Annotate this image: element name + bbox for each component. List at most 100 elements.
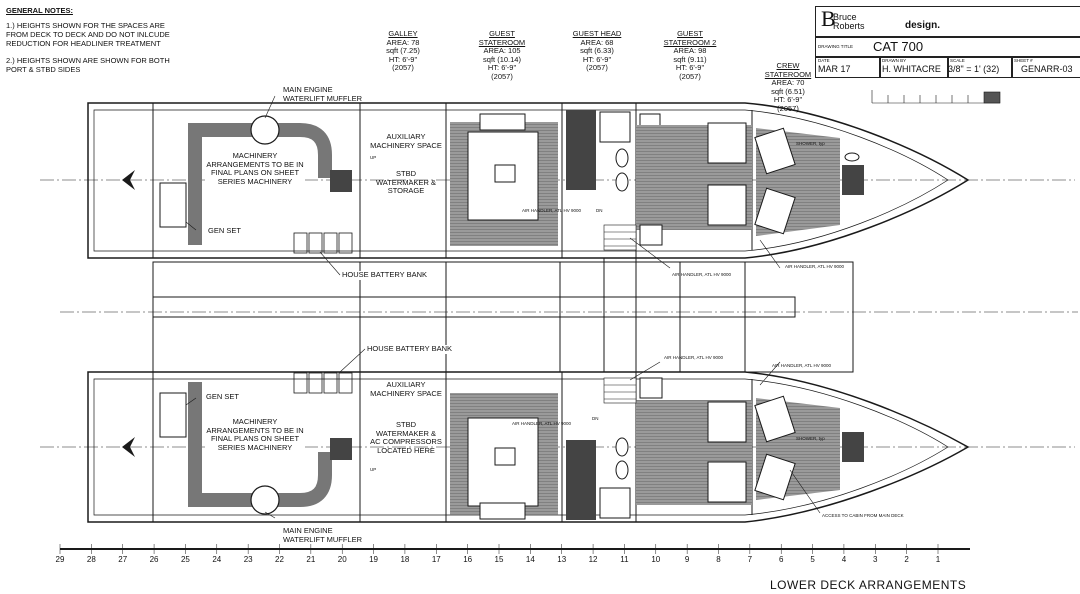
gen-set-label-top: GEN SET: [208, 226, 241, 235]
shower-note-bottom: SHOWER, typ: [796, 436, 825, 441]
room-name: CREW STATEROOM: [764, 61, 812, 79]
up-note-bottom: UP: [370, 467, 377, 472]
room-height: HT: 6'-9": [388, 54, 418, 64]
room-area: AREA: 68: [580, 37, 614, 47]
room-area: AREA: 98: [673, 46, 707, 55]
room-sqft: sqft (6.33): [580, 46, 614, 55]
aux-machinery-label-bottom: AUXILIARY MACHINERY SPACE: [370, 380, 442, 398]
station-number: 25: [180, 555, 190, 564]
general-notes: GENERAL NOTES: 1.) HEIGHTS SHOWN FOR THE…: [6, 6, 186, 82]
room-height-mm: (2057): [586, 63, 608, 72]
station-number: 13: [557, 555, 567, 564]
station-number: 23: [243, 555, 253, 564]
station-number: 11: [620, 555, 629, 564]
air-handler-note-3: AIR HANDLER, ATL HV 9000: [785, 264, 845, 269]
house-battery-label-top: HOUSE BATTERY BANK: [342, 270, 428, 280]
station-number: 16: [463, 555, 473, 564]
room-name: GUEST STATEROOM 2: [663, 29, 717, 47]
station-number: 27: [118, 555, 128, 564]
room-sqft: sqft (6.51): [771, 86, 805, 96]
gen-set-label-bottom: GEN SET: [206, 392, 239, 401]
air-handler-note-1: AIR HANDLER, ATL HV 9000: [522, 208, 582, 213]
room-name: GUEST STATEROOM: [478, 29, 526, 47]
house-battery-label-bottom: HOUSE BATTERY BANK: [367, 344, 453, 354]
muffler-label-top: MAIN ENGINE WATERLIFT MUFFLER: [283, 85, 363, 103]
station-number: 7: [747, 555, 753, 564]
station-number: 15: [494, 555, 504, 564]
drawn-by-value: H. WHITACRE: [882, 64, 941, 74]
general-note-1: 1.) HEIGHTS SHOWN FOR THE SPACES ARE FRO…: [6, 21, 170, 48]
station-number: 24: [212, 555, 222, 564]
room-height: HT: 6'-9": [675, 63, 705, 72]
station-number: 10: [651, 555, 661, 564]
stbd-watermaker-label-bottom: STBD WATERMAKER & AC COMPRESSORS LOCATED…: [370, 420, 442, 455]
date-label: DATE: [818, 58, 830, 63]
station-number: 14: [525, 555, 535, 564]
room-name: GALLEY: [388, 29, 418, 38]
station-number: 9: [684, 555, 690, 564]
room-galley-label: GALLEY AREA: 78 sqft (7.25) HT: 6'-9" (2…: [378, 29, 428, 73]
drawing-title-label: DRAWING TITLE: [818, 44, 854, 49]
room-height-mm: (2057): [777, 103, 799, 113]
air-handler-note-2: AIR HANDLER, ATL HV 9000: [672, 272, 732, 277]
station-number: 26: [149, 555, 159, 564]
scale-label: SCALE: [950, 58, 965, 63]
room-guest-stateroom-2-label: GUEST STATEROOM 2 AREA: 98 sqft (9.11) H…: [662, 29, 718, 81]
station-number: 8: [716, 555, 721, 564]
station-number: 5: [810, 555, 815, 564]
scale-bar: [871, 90, 1001, 104]
room-height-mm: (2057): [392, 63, 414, 72]
station-number: 20: [337, 555, 347, 564]
leader-lines: [185, 95, 821, 519]
general-notes-heading: GENERAL NOTES:: [6, 6, 73, 15]
room-guest-stateroom-label: GUEST STATEROOM AREA: 105 sqft (10.14) H…: [474, 29, 530, 81]
room-height-mm: (2057): [679, 71, 701, 81]
logo-design: design.: [905, 20, 941, 31]
room-area: AREA: 70: [771, 78, 805, 87]
room-area: AREA: 78: [386, 37, 420, 47]
bottom-hull: [40, 371, 1075, 523]
station-number: 1: [935, 555, 941, 564]
room-sqft: sqft (10.14): [483, 54, 521, 64]
muffler-label-bottom: MAIN ENGINE WATERLIFT MUFFLER: [283, 526, 363, 544]
up-note-top: UP: [370, 155, 377, 160]
station-number: 19: [369, 555, 379, 564]
shower-note-top: SHOWER, typ: [796, 141, 825, 146]
drawing-footer-title: LOWER DECK ARRANGEMENTS: [770, 578, 967, 592]
room-height: HT: 6'-9": [582, 54, 612, 64]
room-height: HT: 6'-9": [773, 95, 803, 104]
machinery-note-bottom: MACHINERY ARRANGEMENTS TO BE IN FINAL PL…: [205, 417, 305, 452]
aux-machinery-label-top: AUXILIARY MACHINERY SPACE: [370, 132, 442, 150]
access-note: ACCESS TO CABIN FROM MAIN DECK: [822, 513, 904, 518]
air-handler-note-6: AIR HANDLER, ATL HV 9000: [512, 421, 572, 426]
room-height-mm: (2057): [491, 71, 513, 81]
logo-mark: B: [821, 6, 836, 31]
station-number: 6: [778, 555, 784, 564]
station-number: 4: [841, 555, 847, 564]
station-number: 21: [306, 555, 316, 564]
general-note-2: 2.) HEIGHTS SHOWN ARE SHOWN FOR BOTH POR…: [6, 56, 170, 74]
room-area: AREA: 105: [483, 46, 521, 55]
scale-value: 3/8" = 1' (32): [948, 64, 1000, 74]
drawing-title: CAT 700: [873, 39, 924, 54]
stbd-watermaker-label-top: STBD WATERMAKER & STORAGE: [375, 169, 436, 195]
date-value: MAR 17: [818, 64, 851, 74]
station-number: 28: [86, 555, 96, 564]
drawn-by-label: DRAWN BY: [882, 58, 907, 63]
room-height: HT: 6'-9": [487, 63, 517, 72]
air-handler-note-5: AIR HANDLER, ATL HV 9000: [772, 363, 832, 368]
station-number: 22: [275, 555, 284, 564]
logo-roberts: Roberts: [833, 21, 865, 31]
station-number: 29: [55, 555, 65, 564]
room-crew-stateroom-label: CREW STATEROOM AREA: 70 sqft (6.51) HT: …: [760, 61, 816, 113]
station-number: 2: [904, 555, 909, 564]
title-block: B Bruce Roberts design. DRAWING TITLE CA…: [815, 6, 1080, 78]
station-number: 17: [431, 555, 441, 564]
station-ruler: [59, 544, 970, 554]
sheet-value: GENARR-03: [1021, 64, 1073, 74]
station-number: 3: [873, 555, 878, 564]
station-number: 18: [400, 555, 410, 564]
room-name: GUEST HEAD: [572, 29, 622, 38]
dn-note-top: DN: [596, 208, 603, 213]
